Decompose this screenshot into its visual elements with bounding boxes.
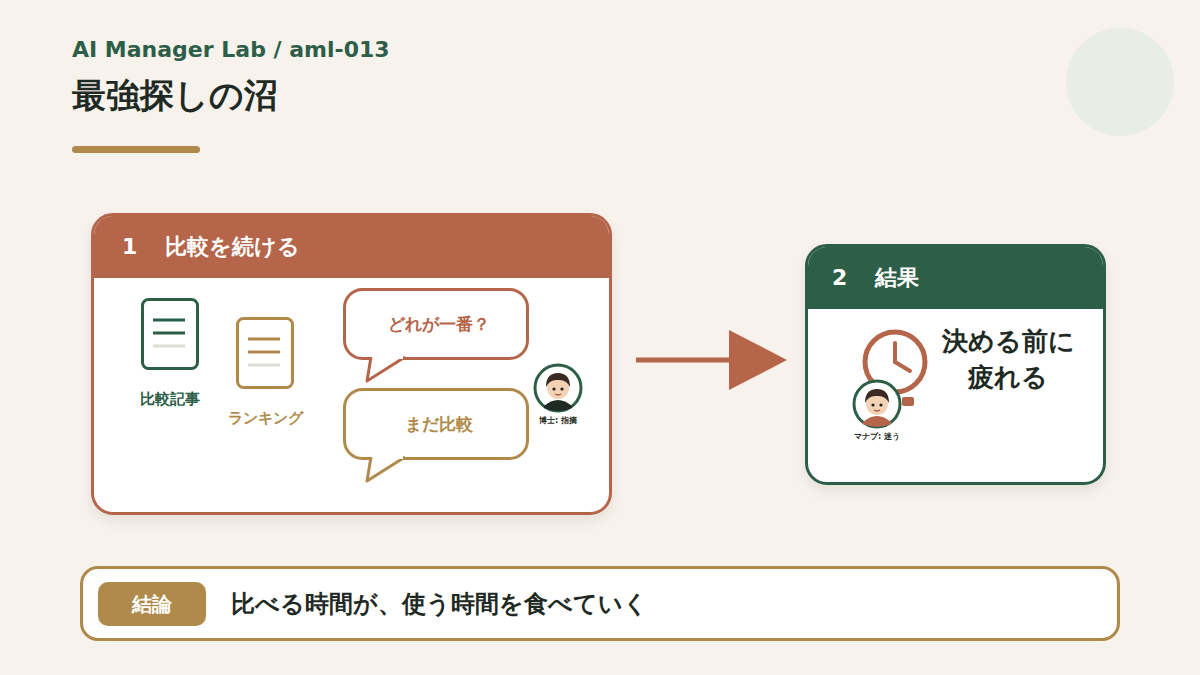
- avatar-caption: 博士: 指摘: [528, 416, 588, 426]
- avatar: [532, 362, 584, 414]
- step-number: 1: [122, 233, 137, 261]
- conclusion-bar: 比べる時間が、使う時間を食べていく結論: [80, 566, 1120, 641]
- deco-circle: [1066, 28, 1174, 136]
- header-label: AI Manager Lab / aml-013: [72, 36, 390, 64]
- title-underline: [72, 146, 200, 153]
- conclusion-badge: 結論: [98, 582, 206, 626]
- badge-text: 結論: [98, 592, 206, 617]
- page-title: 最強探しの沼: [72, 74, 278, 117]
- item-label: 比較記事: [125, 390, 215, 409]
- item-label: ランキング: [220, 409, 310, 428]
- flow-arrow: [636, 330, 787, 390]
- speech-bubble: どれが一番？: [346, 291, 532, 363]
- step-heading: 結果: [875, 264, 919, 292]
- step-panel: 1 比較を続ける比較記事ランキング どれが一番？ まだ比較博士: 指摘: [91, 213, 612, 515]
- result-text: 決める前に 疲れる: [933, 323, 1083, 396]
- step-panel: 2 結果決める前に 疲れるマナブ: 迷う: [805, 244, 1106, 485]
- clock-icon: [808, 247, 1103, 482]
- document-item: ランキング: [220, 317, 310, 427]
- bubble-outline: [343, 388, 533, 488]
- bubble-outline: [343, 288, 533, 388]
- speech-bubble: まだ比較: [346, 391, 532, 463]
- step-heading: 比較を続ける: [165, 233, 300, 261]
- document-icon: [141, 298, 199, 370]
- document-icon: [236, 317, 294, 389]
- avatar-node: マナブ: 迷う: [847, 378, 907, 444]
- avatar: [851, 378, 903, 430]
- bubble-text: まだ比較: [346, 414, 532, 435]
- bubble-text: どれが一番？: [346, 314, 532, 335]
- step-number: 2: [832, 264, 847, 292]
- document-item: 比較記事: [125, 298, 215, 408]
- conclusion-text: 比べる時間が、使う時間を食べていく: [231, 589, 648, 619]
- avatar-caption: マナブ: 迷う: [847, 432, 907, 442]
- panel-header: [808, 247, 1103, 309]
- avatar-node: 博士: 指摘: [528, 362, 588, 428]
